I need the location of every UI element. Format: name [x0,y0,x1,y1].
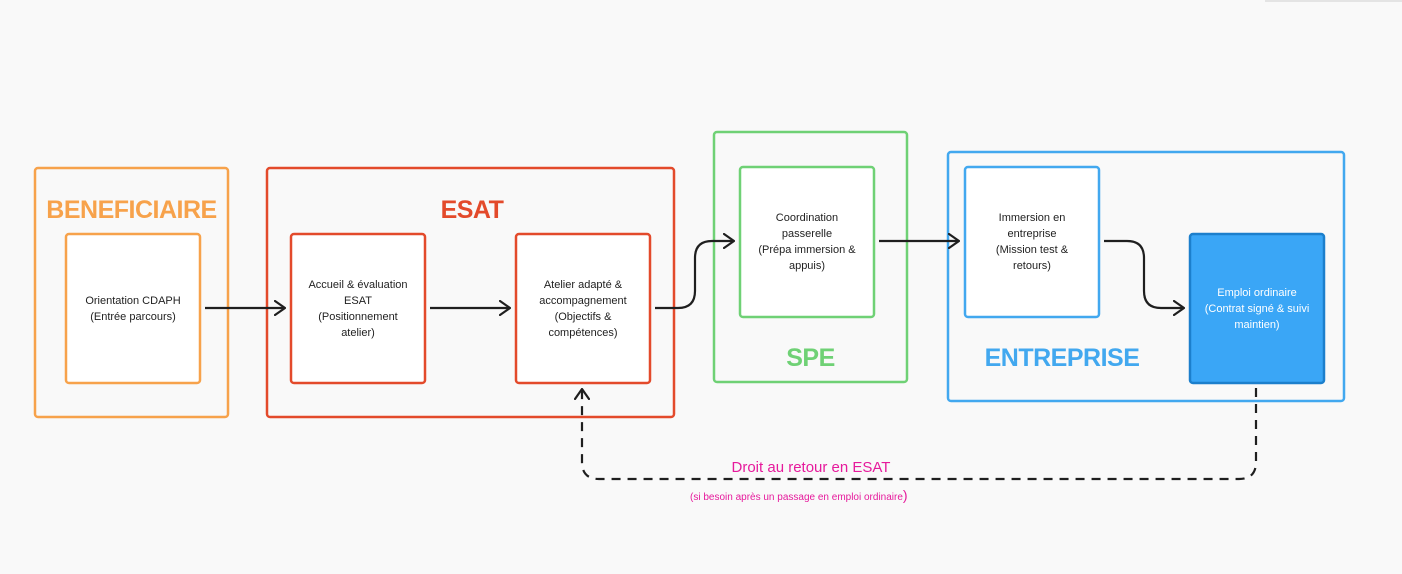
return-right-note-text: (si besoin après un passage en emploi or… [690,492,903,503]
step-orientation-box [64,232,202,385]
return-right-note: (si besoin après un passage en emploi or… [690,487,908,503]
return-right-note-close: ) [902,487,908,503]
step-atelier-line1: Atelier adapté & [543,278,623,291]
group-entreprise-label: ENTREPRISE [984,344,1140,372]
step-immersion-line1: Immersion en [998,212,1066,224]
step-immersion-line4: retours) [1013,260,1051,272]
top-bar-fragment [1265,0,1402,2]
step-emploi-line1: Emploi ordinaire [1217,286,1297,299]
step-orientation-line1: Orientation CDAPH [85,294,181,307]
step-immersion-box [963,165,1101,319]
group-spe-label: SPE [786,344,835,372]
step-coordination-box [738,165,876,319]
arrow-atelier-to-coordination [655,241,734,310]
step-atelier-text: Atelier adapté & accompagnement (Objecti… [516,234,650,383]
arrow-immersion-to-emploi [1104,239,1184,308]
step-emploi-line2: (Contrat signé & suivi [1204,302,1310,315]
step-accueil-box [289,232,427,385]
step-atelier-box [514,232,652,385]
step-orientation-line2: (Entrée parcours) [90,310,176,323]
step-accueil-line3: (Positionnement [318,310,398,323]
step-atelier-line3: (Objectifs & [554,310,612,323]
step-orientation-text: Orientation CDAPH (Entrée parcours) [66,234,200,383]
step-atelier-line2: accompagnement [539,294,627,307]
step-coordination-line2: passerelle [781,228,833,240]
step-immersion-line2: entreprise [1007,228,1057,240]
step-accueil-line4: atelier) [341,326,375,339]
step-coordination-line4: appuis) [788,260,826,272]
step-accueil-line2: ESAT [344,294,372,307]
step-atelier-line4: compétences) [548,326,618,339]
group-beneficiaire-label: BENEFICIAIRE [46,196,217,224]
group-beneficiaire-frame [33,166,230,419]
group-esat-frame [265,166,676,419]
step-immersion-text: Immersion en entreprise (Mission test & … [965,167,1099,317]
step-accueil-text: Accueil & évaluation ESAT (Positionnemen… [291,234,425,383]
step-emploi-text: Emploi ordinaire (Contrat signé & suivi … [1190,234,1324,383]
step-emploi-line3: maintien) [1234,318,1280,331]
step-coordination-line1: Coordination [775,212,839,224]
group-esat-label: ESAT [440,196,504,224]
step-coordination-text: Coordination passerelle (Prépa immersion… [740,167,874,317]
step-accueil-line1: Accueil & évaluation [308,278,408,291]
arrow-return-to-esat [582,388,1258,481]
group-entreprise-frame [946,150,1346,403]
return-right-title: Droit au retour en ESAT [731,459,891,476]
group-spe-frame [712,130,909,384]
step-immersion-line3: (Mission test & [995,244,1069,256]
step-emploi-box [1188,232,1326,385]
step-coordination-line3: (Prépa immersion & [758,244,856,256]
